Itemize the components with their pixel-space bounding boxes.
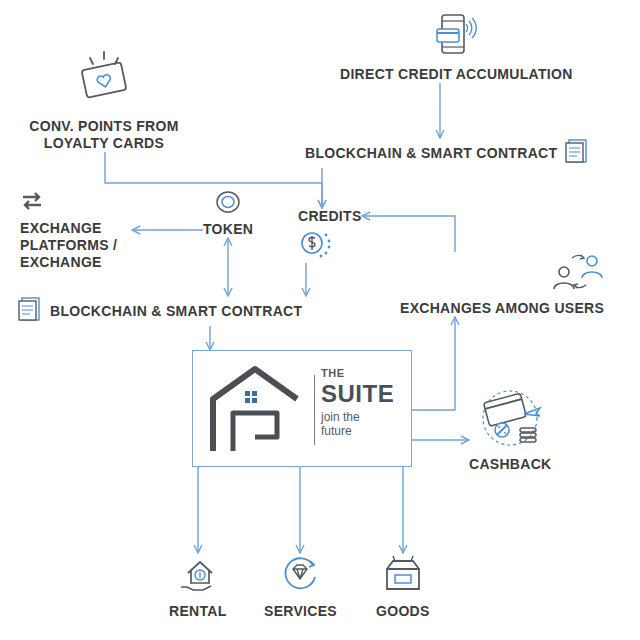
doc-icon <box>565 138 589 168</box>
flow-label: EXCHANGE PLATFORMS / EXCHANGE <box>20 190 132 271</box>
goods-icon <box>381 553 425 597</box>
rent-icon <box>178 553 218 597</box>
flow-arrow <box>132 229 203 230</box>
coin-icon <box>215 190 241 218</box>
node-label: SERVICES <box>264 603 337 620</box>
flow-arrow <box>412 317 455 410</box>
flow-arrow <box>299 467 300 553</box>
flow-label: SERVICES <box>264 553 337 620</box>
flow-arrow <box>105 152 322 208</box>
node-label: CASHBACK <box>469 456 552 473</box>
node-label: RENTAL <box>169 603 227 620</box>
flow-label: TOKEN <box>203 190 253 238</box>
flow-arrow <box>209 326 210 350</box>
house-icon <box>197 359 309 463</box>
flow-arrow <box>321 168 322 208</box>
phone-icon <box>433 12 479 62</box>
brand-text: THESUITE join the future <box>321 367 394 438</box>
node-label: SUITE <box>321 380 394 407</box>
serv-icon <box>280 553 320 597</box>
flow-label: EXCHANGES AMONG USERS <box>400 252 604 317</box>
flow-label: CASHBACK <box>469 386 552 473</box>
flow-arrow <box>197 467 198 553</box>
flow-label: GOODS <box>376 553 430 620</box>
flow-label: CONV. POINTS FROM LOYALTY CARDS <box>20 50 188 152</box>
flow-arrow <box>305 263 306 296</box>
node-label: CREDITS <box>298 208 362 225</box>
node-label: THE <box>321 367 394 380</box>
users-icon <box>552 252 604 296</box>
node-label: BLOCKCHAIN & SMART CONTRACT <box>50 303 302 320</box>
doc-icon <box>18 296 42 326</box>
flow-arrow <box>439 83 440 138</box>
flow-arrow <box>412 439 469 440</box>
flow-arrow <box>227 238 228 296</box>
swap-icon <box>20 190 44 216</box>
flow-label: BLOCKCHAIN & SMART CONTRACT <box>18 296 302 326</box>
flow-arrow <box>362 216 455 252</box>
dollar-icon <box>298 227 332 263</box>
node-label: GOODS <box>376 603 430 620</box>
divider-line <box>314 375 315 445</box>
node-label: CONV. POINTS FROM LOYALTY CARDS <box>20 118 188 152</box>
node-label: TOKEN <box>203 221 253 238</box>
flow-label: CREDITS <box>298 208 362 263</box>
flow-label: DIRECT CREDIT ACCUMULATION <box>340 12 573 83</box>
brand-box: THESUITE join the future <box>192 350 412 467</box>
node-label: DIRECT CREDIT ACCUMULATION <box>340 66 573 83</box>
cash-icon <box>472 386 548 452</box>
node-label: BLOCKCHAIN & SMART CONTRACT <box>305 145 557 162</box>
flow-label: RENTAL <box>169 553 227 620</box>
node-label: EXCHANGES AMONG USERS <box>400 300 604 317</box>
node-label: join the future <box>321 410 365 438</box>
flow-arrow <box>402 467 403 553</box>
card-icon <box>76 50 132 106</box>
flow-label: BLOCKCHAIN & SMART CONTRACT <box>305 138 589 168</box>
node-label: EXCHANGE PLATFORMS / EXCHANGE <box>20 220 132 271</box>
